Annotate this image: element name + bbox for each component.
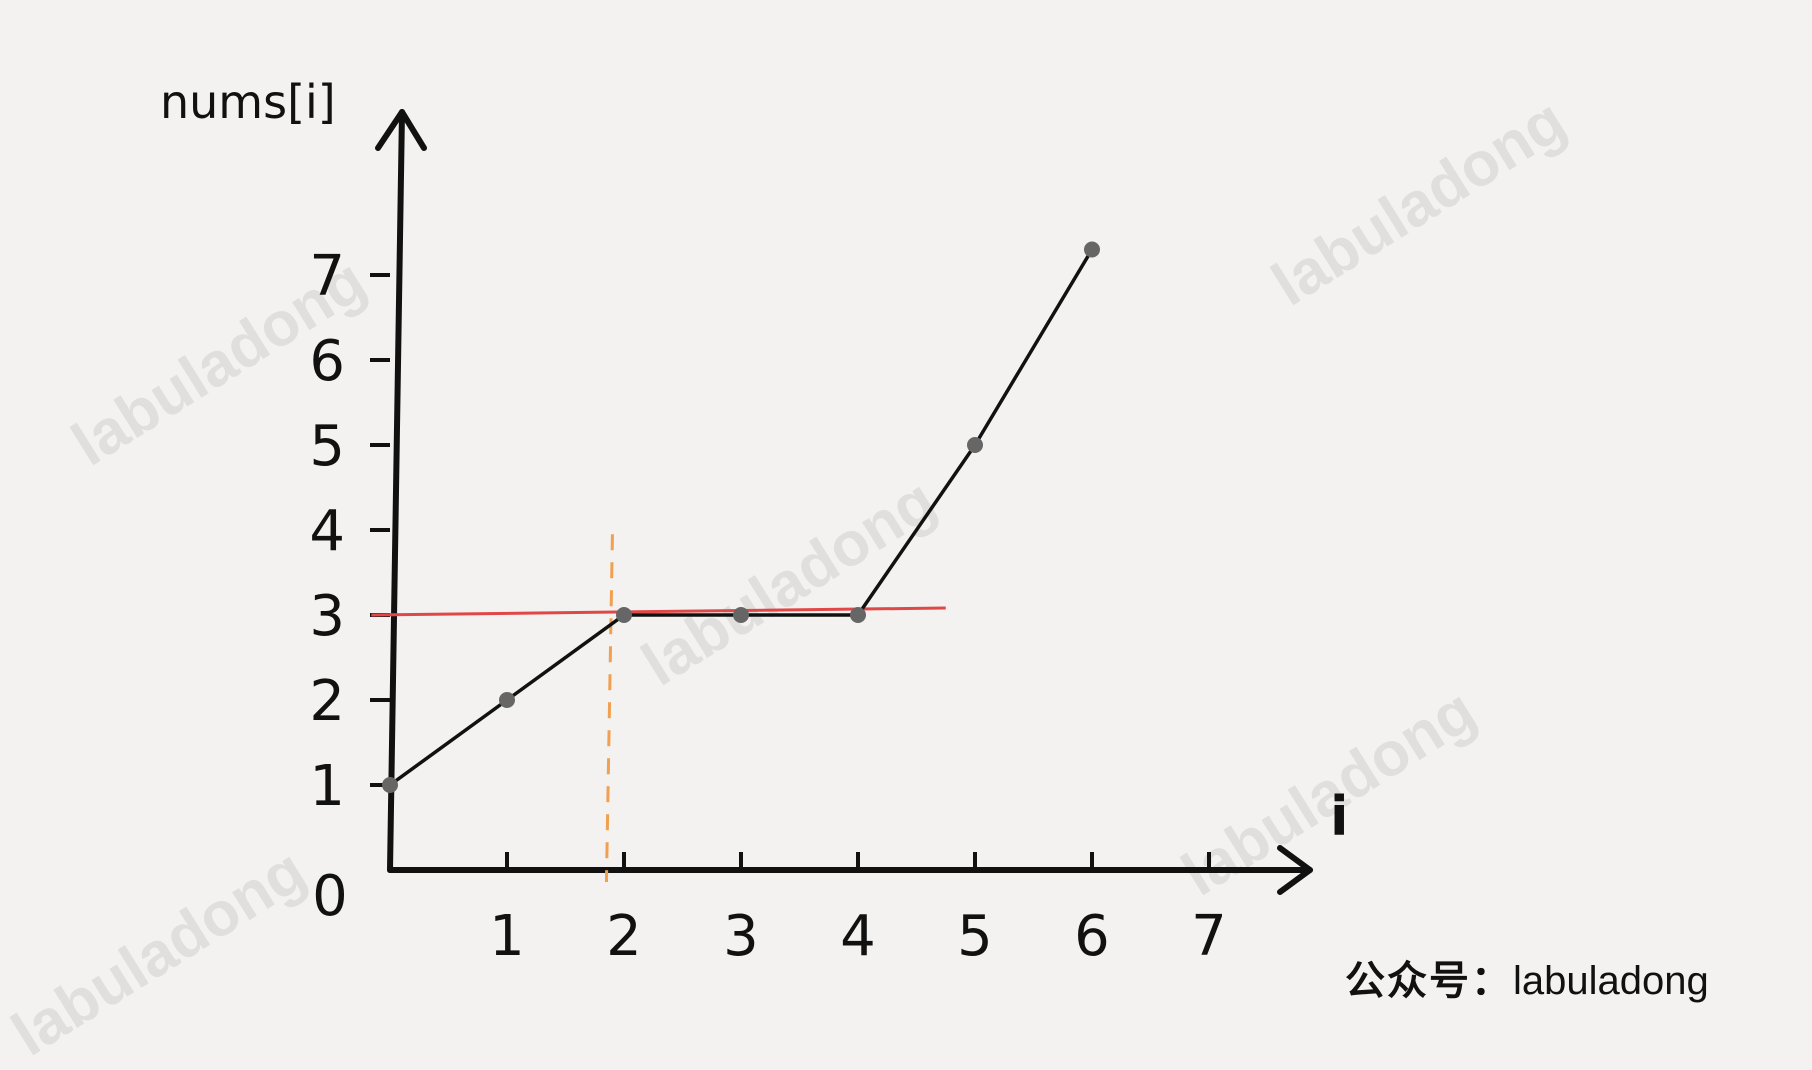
y-tick-label: 2	[309, 669, 345, 734]
credit-line: 公众号：labuladong	[1345, 948, 1709, 1006]
y-axis-arrowhead	[375, 109, 427, 151]
y-tick-label: 6	[309, 329, 345, 394]
data-point	[382, 777, 398, 793]
y-tick-label: 5	[309, 414, 345, 479]
y-tick-label: 7	[309, 244, 345, 309]
y-axis-label: nums[i]	[160, 75, 336, 129]
data-point	[733, 607, 749, 623]
x-tick-label: 2	[606, 904, 642, 969]
x-tick-label: 1	[489, 904, 525, 969]
reference-line-vertical	[604, 534, 614, 883]
line-chart: nums[i] i 0 1 2 3 4 5 6 7 1 2 3 4 5 6 7	[160, 75, 1349, 969]
x-axis-arrowhead	[1277, 845, 1313, 895]
data-point	[967, 437, 983, 453]
x-tick-label: 4	[840, 904, 876, 969]
credit-prefix: 公众号：	[1345, 959, 1513, 1003]
reference-line-horizontal	[371, 606, 946, 617]
credit-name: labuladong	[1513, 959, 1709, 1003]
y-tick-label: 1	[309, 754, 345, 819]
x-axis-label: i	[1330, 785, 1349, 848]
x-tick-label: 6	[1074, 904, 1110, 969]
origin-label: 0	[312, 864, 348, 929]
series-line	[388, 248, 1094, 787]
x-tick-label: 7	[1191, 904, 1227, 969]
chart-stage: labuladong labuladong labuladong labulad…	[1, 75, 1709, 1069]
data-point	[1084, 241, 1100, 258]
data-point	[616, 607, 632, 623]
data-point	[850, 607, 866, 623]
y-tick-label: 3	[309, 584, 345, 649]
y-axis	[387, 109, 405, 873]
data-point	[499, 692, 515, 708]
x-tick-label: 3	[723, 904, 759, 969]
x-tick-label: 5	[957, 904, 993, 969]
y-tick-label: 4	[309, 499, 345, 564]
